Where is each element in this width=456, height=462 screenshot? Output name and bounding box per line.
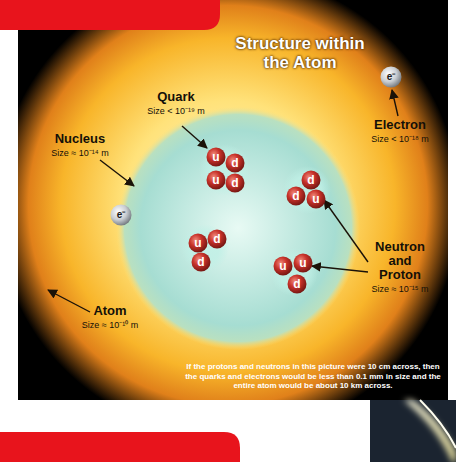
photo-streak xyxy=(404,400,456,462)
quark-flavor: d xyxy=(287,274,307,294)
footnote: If the protons and neutrons in this pict… xyxy=(182,362,444,391)
quark-flavor: u xyxy=(306,189,326,209)
ball-outline xyxy=(208,230,227,249)
quark-ball: d xyxy=(225,173,245,193)
ball-outline xyxy=(288,275,307,294)
quark-flavor: u xyxy=(293,253,313,273)
ball-outline xyxy=(307,190,326,209)
quark-ball: u xyxy=(188,233,208,253)
leader-lines xyxy=(48,90,398,312)
footer-bar xyxy=(0,432,240,462)
ball-outline xyxy=(226,154,245,173)
quark-flavor: d xyxy=(225,173,245,193)
nucleon-halo xyxy=(270,248,318,296)
ball-outline xyxy=(192,253,211,272)
quark-ball: u xyxy=(306,189,326,209)
quark-flavor: u xyxy=(206,170,226,190)
quark-ball: u xyxy=(273,256,293,276)
ball-outline xyxy=(207,171,226,190)
quark-flavor: d xyxy=(286,186,306,206)
ball-outline xyxy=(287,187,306,206)
photo-streak xyxy=(420,400,456,448)
quark-flavor: d xyxy=(301,170,321,190)
quark-ball: d xyxy=(225,153,245,173)
quark-flavor: d xyxy=(191,252,211,272)
part-name: Atom xyxy=(80,304,140,318)
quark-ball: d xyxy=(286,186,306,206)
quark-ball: u xyxy=(293,253,313,273)
nucleon-halo xyxy=(283,166,331,214)
quark-flavor: u xyxy=(206,147,226,167)
ball-outline xyxy=(274,257,293,276)
ball-outline xyxy=(111,205,132,226)
quark-flavor: u xyxy=(188,233,208,253)
size-label: Size ≈ 10⁻¹⁵ m xyxy=(360,284,440,295)
electron-ball: e⁻ xyxy=(110,204,132,226)
quark-flavor: u xyxy=(273,256,293,276)
atom-cloud xyxy=(18,0,448,400)
quark-ball: d xyxy=(191,252,211,272)
electron-ball: e⁻ xyxy=(380,66,402,88)
ball-outline xyxy=(207,148,226,167)
electron-symbol: e⁻ xyxy=(110,204,132,226)
ball-outline xyxy=(294,254,313,273)
size-label: Size < 10⁻¹⁹ m xyxy=(136,106,216,117)
title: Structure within the Atom xyxy=(222,34,378,72)
quark-ball: d xyxy=(301,170,321,190)
quark-ball: u xyxy=(206,170,226,190)
quark-flavor: d xyxy=(207,229,227,249)
nucleon-halo xyxy=(181,224,229,272)
quark-ball: d xyxy=(207,229,227,249)
quark-flavor: d xyxy=(225,153,245,173)
electron-symbol: e⁻ xyxy=(380,66,402,88)
part-name: Nucleus xyxy=(44,132,116,146)
ball-outline xyxy=(189,234,208,253)
nucleon-halo xyxy=(199,144,251,196)
header-bar xyxy=(0,0,220,30)
size-label: Size < 10⁻¹⁸ m xyxy=(360,134,440,145)
part-name: Neutron and Proton xyxy=(368,240,432,282)
quark-ball: u xyxy=(206,147,226,167)
ball-outline xyxy=(302,171,321,190)
ball-outline xyxy=(226,174,245,193)
nucleus xyxy=(116,106,360,350)
part-name: Electron xyxy=(366,118,434,132)
photo-inset xyxy=(370,400,456,462)
size-label: Size ≈ 10⁻¹⁰ m xyxy=(70,320,150,331)
size-label: Size ≈ 10⁻¹⁴ m xyxy=(40,148,120,159)
ball-outline xyxy=(381,67,402,88)
quark-ball: d xyxy=(287,274,307,294)
part-name: Quark xyxy=(146,90,206,104)
